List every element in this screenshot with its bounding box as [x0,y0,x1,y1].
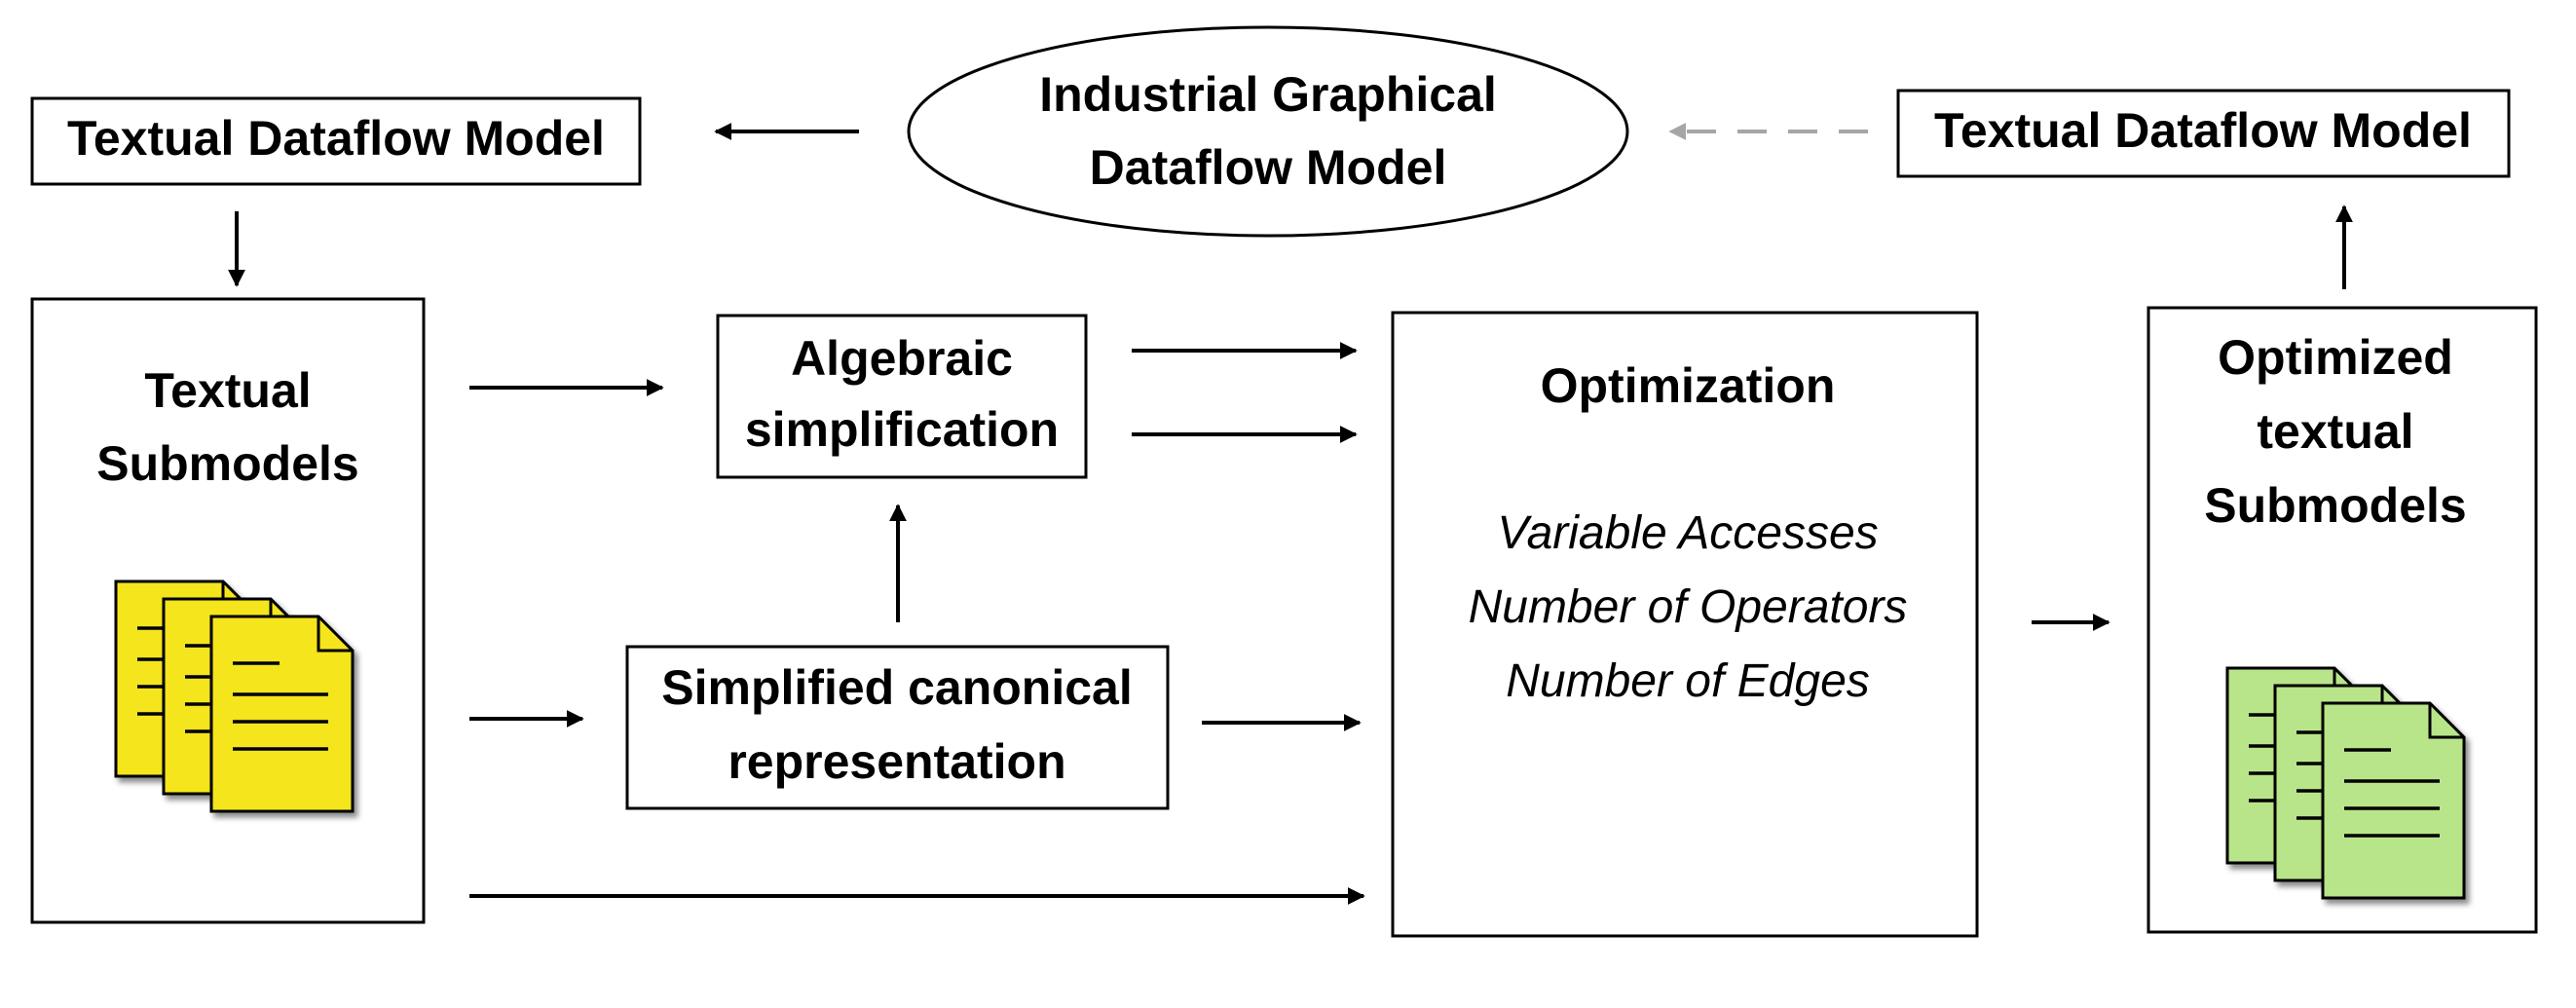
optimization-box: Optimization Variable Accesses Number of… [1391,311,1979,938]
optimized-submodels-line-1: Optimized [2218,330,2453,385]
industrial-model-line-2: Dataflow Model [1090,140,1447,195]
industrial-model-line-1: Industrial Graphical [1039,67,1497,122]
document-stack-icon [2227,668,2464,898]
optimized-submodels-line-3: Submodels [2204,478,2466,533]
algebraic-simplification-line-1: Algebraic [791,331,1013,386]
optimized-textual-submodels-box: Optimized textual Submodels [2147,306,2538,934]
textual-dataflow-model-input-label: Textual Dataflow Model [67,111,605,166]
textual-submodels-line-2: Submodels [96,436,358,491]
arrows [228,123,2353,905]
criterion-variable-accesses: Variable Accesses [1497,507,1878,559]
algebraic-simplification-line-2: simplification [745,402,1059,457]
textual-dataflow-model-output-box: Textual Dataflow Model [1896,89,2511,178]
textual-submodels-box: Textual Submodels [30,297,426,924]
optimization-title: Optimization [1541,358,1836,413]
criterion-number-of-edges: Number of Edges [1506,655,1870,707]
canonical-representation-line-1: Simplified canonical [661,660,1132,715]
canonical-representation-line-2: representation [728,734,1065,789]
algebraic-simplification-box: Algebraic simplification [716,314,1088,479]
industrial-graphical-dataflow-model: Industrial Graphical Dataflow Model [907,25,1629,238]
simplified-canonical-representation-box: Simplified canonical representation [625,645,1170,810]
textual-dataflow-model-output-label: Textual Dataflow Model [1934,103,2472,158]
document-stack-icon [116,581,353,811]
textual-dataflow-model-input-box: Textual Dataflow Model [30,96,642,186]
criterion-number-of-operators: Number of Operators [1469,581,1908,633]
textual-submodels-line-1: Textual [144,363,311,418]
optimized-submodels-line-2: textual [2257,404,2413,459]
